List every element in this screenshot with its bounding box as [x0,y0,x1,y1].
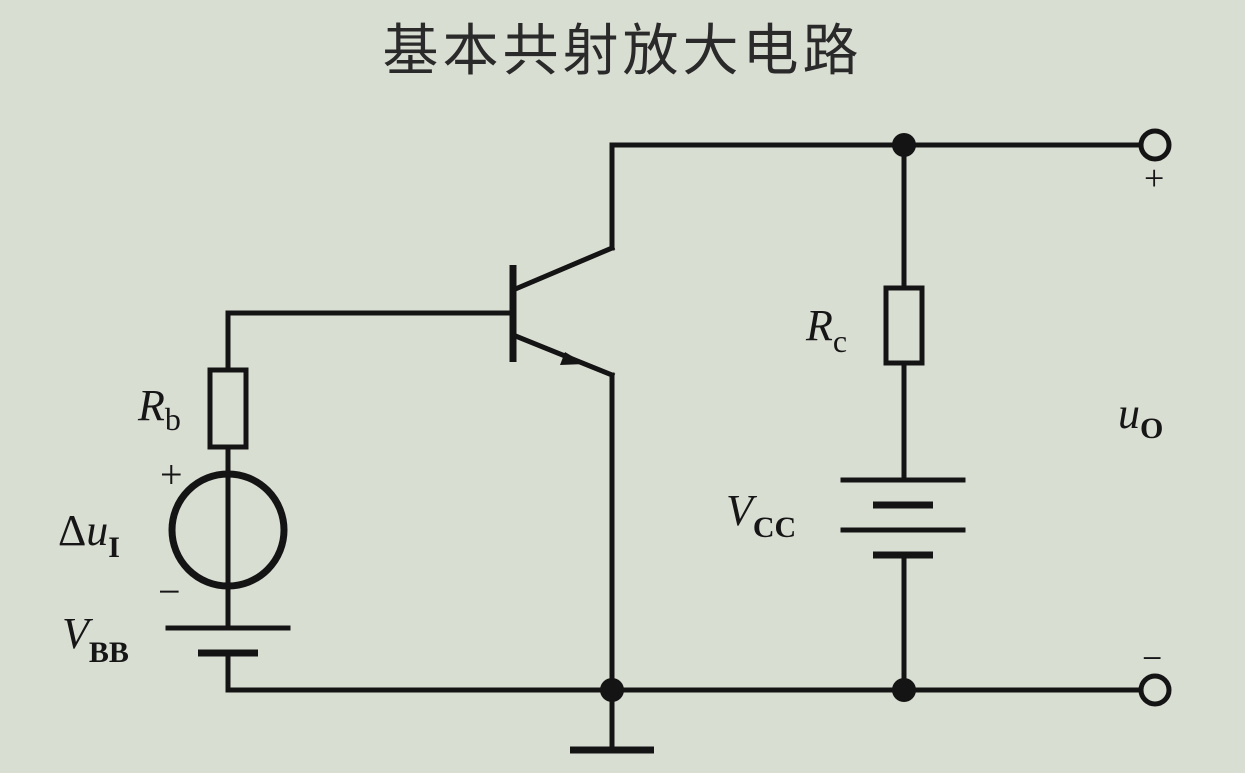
source-minus-sign: − [158,569,181,614]
transistor-collector-leg [509,244,616,294]
label-vbb: VBB [62,609,129,669]
label-uo: uO [1118,389,1163,445]
junction-dot-top [892,133,916,157]
output-plus-sign: + [1144,158,1164,198]
label-rb: Rb [137,381,181,437]
base-wire [225,310,516,373]
transistor-emitter-leg [509,331,616,379]
page-title: 基本共射放大电路 [382,19,863,84]
label-vcc: VCC [726,486,796,544]
label-rc: Rc [805,301,847,359]
junction-dot-ground-left [600,678,624,702]
collector-wire [609,142,1143,251]
output-terminal-bottom [1138,673,1172,707]
emitter-arrow [560,352,585,365]
resistor-rc [883,285,925,366]
source-plus-sign: + [160,452,183,497]
output-minus-sign: − [1142,638,1162,678]
label-delta-ui: ΔuI [58,506,120,564]
resistor-rb [207,367,249,450]
output-terminal-top [1138,128,1172,162]
junction-dot-ground-right [892,678,916,702]
